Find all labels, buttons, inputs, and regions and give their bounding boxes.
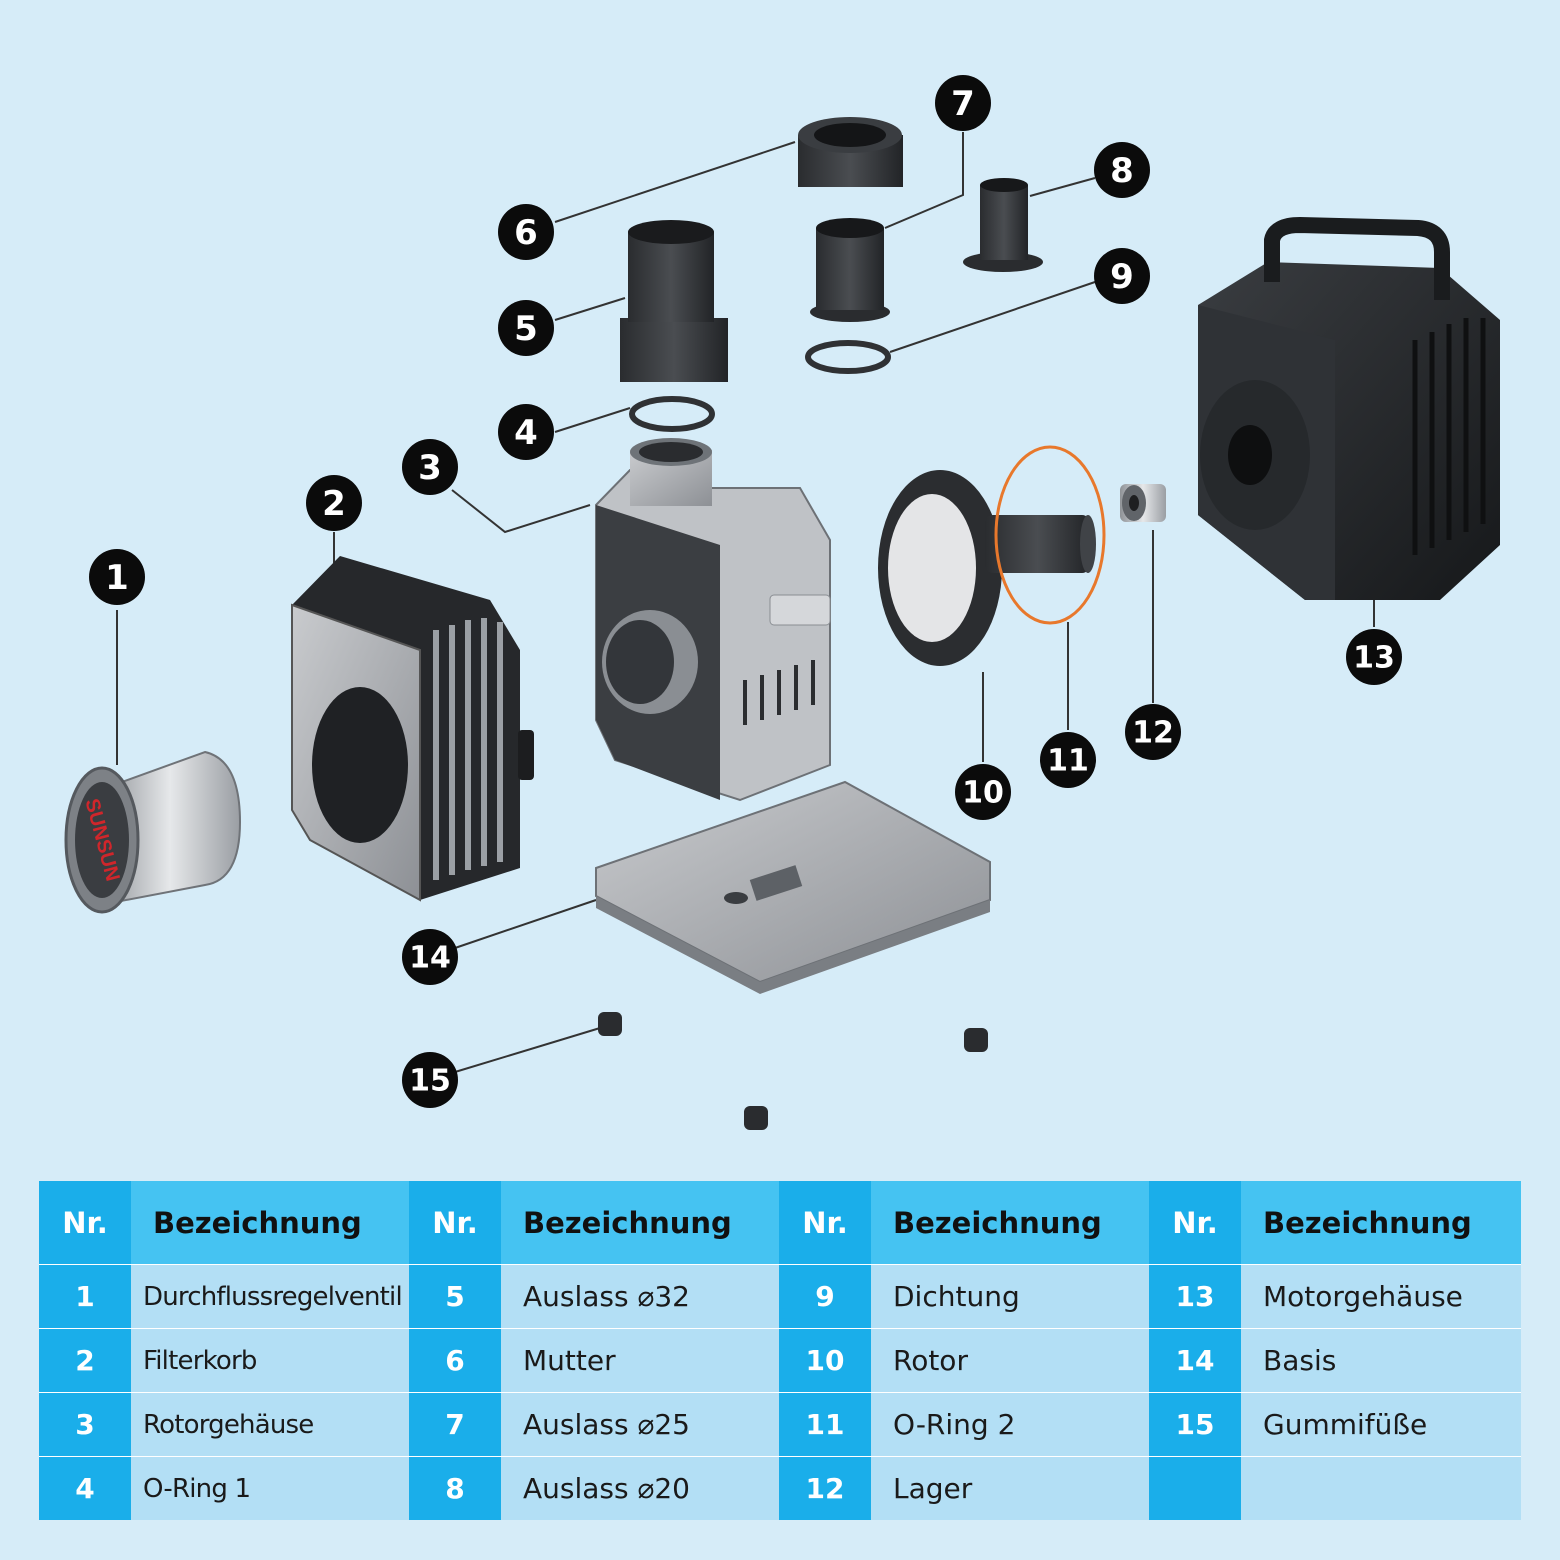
part-number: 8 bbox=[409, 1456, 501, 1520]
callout-circle-12 bbox=[1125, 704, 1181, 760]
callout-circle-2 bbox=[306, 475, 362, 531]
header-name: Bezeichnung bbox=[131, 1181, 409, 1264]
part-name: Rotorgehäuse bbox=[131, 1392, 409, 1456]
header-nr: Nr. bbox=[1149, 1181, 1241, 1264]
part-number: 12 bbox=[779, 1456, 871, 1520]
callout-circle-11 bbox=[1040, 732, 1096, 788]
part-number bbox=[1149, 1456, 1241, 1520]
part-name: Mutter bbox=[501, 1328, 779, 1392]
part-base bbox=[595, 780, 991, 994]
header-nr: Nr. bbox=[779, 1181, 871, 1264]
part-name: Auslass ⌀25 bbox=[501, 1392, 779, 1456]
part-number: 7 bbox=[409, 1392, 501, 1456]
callout-number-7: 7 bbox=[951, 84, 975, 124]
callout-circle-3 bbox=[402, 439, 458, 495]
part-number: 14 bbox=[1149, 1328, 1241, 1392]
part-number: 1 bbox=[39, 1264, 131, 1328]
part-flow-control-valve: SUNSUN bbox=[64, 750, 242, 914]
callout-number-10: 10 bbox=[962, 776, 1004, 811]
callout-number-6: 6 bbox=[514, 213, 538, 253]
callout-number-5: 5 bbox=[514, 309, 538, 349]
part-number: 10 bbox=[779, 1328, 871, 1392]
part-number: 13 bbox=[1149, 1264, 1241, 1328]
part-rotor-housing bbox=[595, 438, 831, 802]
part-bearing bbox=[1120, 484, 1166, 522]
callout-circle-4 bbox=[498, 404, 554, 460]
part-name: O-Ring 2 bbox=[871, 1392, 1149, 1456]
part-filter-basket bbox=[291, 556, 534, 902]
part-name: O-Ring 1 bbox=[131, 1456, 409, 1520]
callout-circle-8 bbox=[1094, 142, 1150, 198]
callout-number-9: 9 bbox=[1110, 257, 1134, 297]
callout-circle-15 bbox=[402, 1052, 458, 1108]
callout-circle-10 bbox=[955, 764, 1011, 820]
part-name: Rotor bbox=[871, 1328, 1149, 1392]
callout-circle-14 bbox=[402, 929, 458, 985]
header-name: Bezeichnung bbox=[871, 1181, 1149, 1264]
callout-number-11: 11 bbox=[1047, 744, 1089, 779]
callout-number-3: 3 bbox=[418, 448, 442, 488]
part-name: Durchflussregelventil bbox=[131, 1264, 409, 1328]
callout-number-2: 2 bbox=[322, 484, 346, 524]
part-name bbox=[1241, 1456, 1521, 1520]
part-outlet-32 bbox=[620, 220, 728, 382]
callout-number-8: 8 bbox=[1110, 151, 1134, 191]
part-name: Motorgehäuse bbox=[1241, 1264, 1521, 1328]
part-name: Auslass ⌀20 bbox=[501, 1456, 779, 1520]
exploded-pump-diagram: SUNSUN bbox=[64, 75, 1500, 1130]
part-number: 6 bbox=[409, 1328, 501, 1392]
header-name: Bezeichnung bbox=[1241, 1181, 1521, 1264]
callout-number-15: 15 bbox=[409, 1064, 451, 1099]
part-outlet-20 bbox=[963, 178, 1043, 272]
part-o-ring-1 bbox=[629, 396, 715, 432]
part-name: Auslass ⌀32 bbox=[501, 1264, 779, 1328]
part-number: 4 bbox=[39, 1456, 131, 1520]
part-rubber-feet bbox=[598, 1012, 988, 1130]
part-number: 9 bbox=[779, 1264, 871, 1328]
part-name: Lager bbox=[871, 1456, 1149, 1520]
part-name: Dichtung bbox=[871, 1264, 1149, 1328]
part-seal bbox=[805, 340, 891, 374]
callout-circle-9 bbox=[1094, 248, 1150, 304]
part-number: 2 bbox=[39, 1328, 131, 1392]
part-number: 5 bbox=[409, 1264, 501, 1328]
part-name: Basis bbox=[1241, 1328, 1521, 1392]
callout-circle-7 bbox=[935, 75, 991, 131]
leader-lines bbox=[116, 132, 1375, 1073]
header-name: Bezeichnung bbox=[501, 1181, 779, 1264]
part-name: Filterkorb bbox=[131, 1328, 409, 1392]
part-nut bbox=[798, 117, 903, 187]
callout-circle-6 bbox=[498, 204, 554, 260]
part-rotor bbox=[878, 470, 1096, 666]
callout-circle-5 bbox=[498, 300, 554, 356]
part-name: Gummifüße bbox=[1241, 1392, 1521, 1456]
part-number: 15 bbox=[1149, 1392, 1241, 1456]
callout-number-12: 12 bbox=[1132, 716, 1174, 751]
part-motor-housing bbox=[1198, 216, 1500, 600]
header-nr: Nr. bbox=[409, 1181, 501, 1264]
callout-number-1: 1 bbox=[105, 558, 129, 598]
callout-number-13: 13 bbox=[1353, 641, 1395, 676]
part-o-ring-2 bbox=[994, 445, 1106, 625]
part-number: 11 bbox=[779, 1392, 871, 1456]
header-nr: Nr. bbox=[39, 1181, 131, 1264]
callout-circle-13 bbox=[1346, 629, 1402, 685]
callout-number-4: 4 bbox=[514, 413, 538, 453]
callout-circle-1 bbox=[89, 549, 145, 605]
part-outlet-25 bbox=[810, 218, 890, 322]
part-number: 3 bbox=[39, 1392, 131, 1456]
callout-number-14: 14 bbox=[409, 941, 451, 976]
